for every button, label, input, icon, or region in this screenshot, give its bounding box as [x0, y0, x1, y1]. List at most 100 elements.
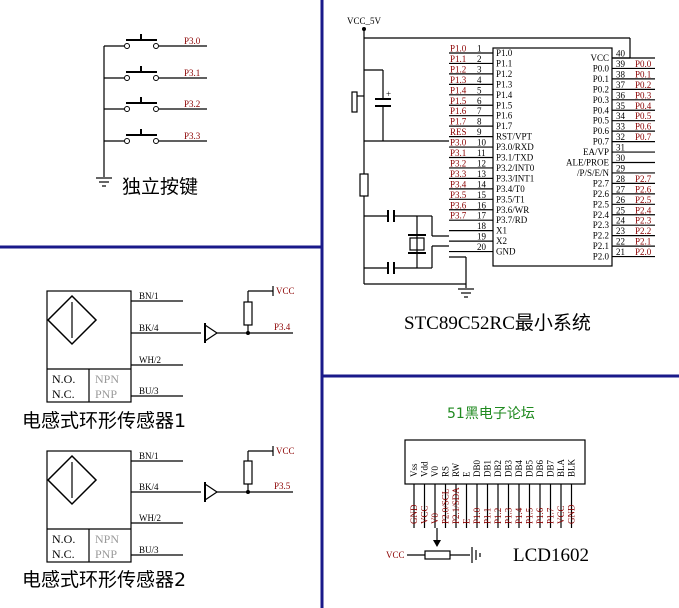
mcu-pin-name: P2.2	[593, 231, 609, 241]
mcu-pin-net: P1.2	[450, 64, 466, 74]
mcu-pin-name: P1.4	[496, 90, 513, 100]
mcu-right-pins: 40VCCP0.039P0.0P0.138P0.1P0.237P0.2P0.33…	[566, 49, 655, 262]
sensor-nc-label: N.C.	[52, 387, 75, 401]
sensor-icon	[46, 294, 98, 346]
sensor-no-label: N.O.	[52, 532, 75, 546]
lcd-pin-name: Vdd	[420, 461, 430, 477]
mcu-pin-net: P3.4	[450, 179, 467, 189]
mcu-pin-net: P3.2	[450, 158, 466, 168]
mcu-pin-number: 38	[616, 69, 626, 79]
mcu-pin-net: P2.3	[635, 216, 652, 226]
mcu-pin-number: 33	[616, 122, 626, 132]
mcu-pin-number: 37	[616, 80, 626, 90]
mcu-pin-net: P1.7	[450, 117, 467, 127]
lcd-pin-net: P2.1/SDA	[451, 487, 461, 524]
lcd-pin-name: DB4	[514, 459, 524, 477]
mcu-pin-name: X1	[496, 226, 507, 236]
sensor-wire-label: BU/3	[139, 545, 159, 555]
mcu-pin-number: 12	[477, 158, 486, 168]
mcu-pin-name: P0.1	[593, 74, 609, 84]
mcu-pin-number: 1	[477, 44, 482, 54]
potentiometer	[424, 550, 451, 560]
mcu-pin-name: P1.7	[496, 121, 513, 131]
mcu-pin-net: P1.5	[450, 96, 467, 106]
mcu-pin-net: P2.6	[635, 184, 652, 194]
lcd-pin-net: P1.3	[504, 507, 514, 524]
mcu-pin-net: P2.5	[635, 195, 652, 205]
lcd-pin-name: DB2	[493, 460, 503, 477]
mcu-pin-net: P2.1	[635, 237, 651, 247]
ground-icon	[458, 288, 474, 298]
mcu-pin-name: P3.5/T1	[496, 194, 525, 204]
sensor-no-label: N.O.	[52, 372, 75, 386]
diode-icon	[204, 323, 219, 343]
mcu-pin-number: 7	[477, 106, 482, 116]
mcu-pin-number: 30	[616, 153, 626, 163]
mcu-pin-number: 24	[616, 216, 626, 226]
lcd-brand: 51黑电子论坛	[447, 406, 535, 422]
mcu-pin-name: P3.6/WR	[496, 205, 529, 215]
mcu-pin-name: P3.1/TXD	[496, 153, 534, 163]
sensor-nc-label: N.C.	[52, 547, 75, 561]
mcu-pin-name: X2	[496, 236, 507, 246]
mcu-pin-net: P0.3	[635, 90, 652, 100]
mcu-pin-net: P3.7	[450, 211, 467, 221]
key-switch: P3.0	[104, 34, 207, 49]
mcu-pin-name: P3.2/INT0	[496, 163, 535, 173]
lcd-pin-name: BLA	[556, 458, 566, 477]
mcu-pin-name: P3.4/T0	[496, 184, 525, 194]
mcu-pin-name: P1.6	[496, 111, 513, 121]
key-switch: P3.3	[104, 129, 207, 144]
sensor-icon	[46, 454, 98, 506]
keys-section: P3.0 P3.1 P3.2 P3.3 独立按键	[96, 34, 207, 198]
lcd-pin-name: DB3	[504, 459, 514, 477]
lcd-pin-name: DB5	[525, 459, 535, 477]
mcu-pin-number: 11	[477, 148, 486, 158]
mcu-pin-name: ALE/PROE	[566, 158, 610, 168]
mcu-pin-name: P3.0/RXD	[496, 142, 534, 152]
mcu-pin-name: EA/VP	[583, 147, 609, 157]
mcu-pin-number: 36	[616, 90, 626, 100]
lcd-pin-name: DB0	[472, 459, 482, 477]
lcd-pin-net: P1.7	[546, 507, 556, 524]
mcu-pin-number: 9	[477, 127, 482, 137]
lcd-pin-net: P1.6	[535, 507, 545, 524]
mcu-pin-number: 3	[477, 64, 482, 74]
mcu-pin-number: 10	[477, 138, 487, 148]
sensor-vcc-label: VCC	[276, 286, 295, 296]
sensor-title: 电感式环形传感器2	[22, 569, 186, 591]
mcu-pin-number: 25	[616, 205, 626, 215]
mcu-pin-name: P2.7	[593, 178, 610, 188]
sensor-npn-label: NPN	[95, 372, 119, 386]
mcu-pin-net: P2.0	[635, 247, 652, 257]
vcc-label: VCC_5V	[347, 16, 382, 26]
pot-vcc-label: VCC	[386, 550, 405, 560]
mcu-pin-number: 21	[616, 247, 625, 257]
mcu-pin-net: P0.0	[635, 59, 652, 69]
mcu-pin-net: P1.3	[450, 75, 467, 85]
mcu-pin-name: RST/VPT	[496, 132, 533, 142]
lcd-pin-net: P1.4	[514, 507, 524, 524]
mcu-pin-number: 8	[477, 117, 482, 127]
pullup-resistor	[243, 301, 253, 326]
lcd-pin-name: RS	[441, 466, 451, 477]
mcu-pin-number: 13	[477, 169, 487, 179]
sensor-1: N.O. N.C. NPN PNP BN/1 BK/4 WH/2 BU/3 VC…	[22, 286, 295, 432]
key-switch: P3.1	[104, 66, 207, 81]
lcd-pin-net: V0	[430, 513, 440, 524]
sensor-pnp-label: PNP	[95, 547, 117, 561]
sensor-wire-label: WH/2	[139, 355, 161, 365]
key-net-label: P3.1	[184, 68, 200, 78]
lcd-pin-name: V0	[430, 466, 440, 477]
mcu-pin-net: P0.6	[635, 122, 652, 132]
mcu-pin-number: 23	[616, 226, 626, 236]
sensor-wire-label: BN/1	[139, 291, 159, 301]
mcu-pin-name: /P/S/E/N	[577, 168, 610, 178]
sensor-wire-label: BK/4	[139, 482, 159, 492]
mcu-pin-name: P1.3	[496, 79, 513, 89]
mcu-pin-name: P0.3	[593, 95, 610, 105]
mcu-pin-net: P0.5	[635, 111, 652, 121]
lcd-pin-net: GND	[409, 504, 419, 524]
mcu-pin-net: P3.0	[450, 138, 467, 148]
